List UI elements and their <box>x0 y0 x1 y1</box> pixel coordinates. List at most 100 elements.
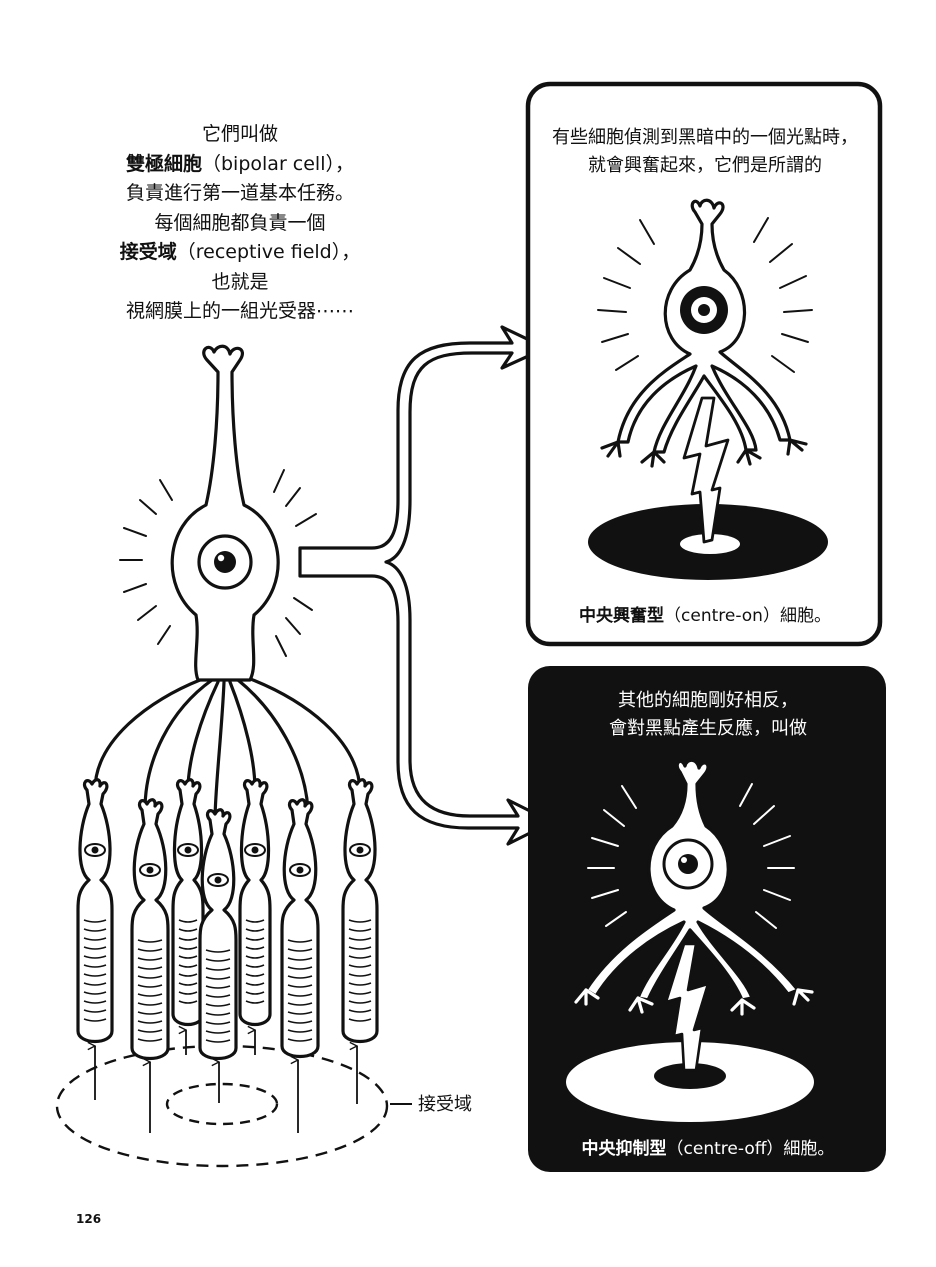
photoreceptor-band <box>348 955 372 959</box>
intro-term-receptive-en: （receptive field）， <box>176 241 361 263</box>
photoreceptor-band <box>245 991 265 995</box>
intro-line-5: 接受域（receptive field）， <box>90 238 390 268</box>
photoreceptor-band <box>287 1011 313 1015</box>
photoreceptor-band <box>245 919 265 923</box>
receptive-field-ellipses <box>55 1044 412 1168</box>
photoreceptor-pupil <box>356 846 364 854</box>
photoreceptor-band <box>137 1020 163 1024</box>
photoreceptor-band <box>245 955 265 959</box>
photoreceptor-band <box>83 955 107 959</box>
centre-on-description: 有些細胞偵測到黑暗中的一個光點時， 就會興奮起來，它們是所謂的 <box>530 124 880 180</box>
branching-arrow <box>298 325 554 846</box>
main-cell-glow-rays <box>119 469 317 657</box>
centre-on-glow-rays <box>597 217 813 373</box>
photoreceptor-band <box>137 1029 163 1033</box>
photoreceptor-band <box>137 993 163 997</box>
intro-text: 它們叫做 雙極細胞（bipolar cell）， 負責進行第一道基本任務。 每個… <box>90 120 390 327</box>
photoreceptor-pupil <box>251 846 259 854</box>
photoreceptor-band <box>205 1030 231 1034</box>
photoreceptor-cell <box>238 778 272 1027</box>
photoreceptor-band <box>348 946 372 950</box>
photoreceptor-band <box>348 937 372 941</box>
photoreceptor-band <box>137 966 163 970</box>
photoreceptor-band <box>83 982 107 986</box>
centre-on-text-line-2: 就會興奮起來，它們是所謂的 <box>588 155 822 176</box>
photoreceptor-band <box>348 919 372 923</box>
photoreceptor-band <box>83 1018 107 1022</box>
photoreceptor-band <box>83 973 107 977</box>
photoreceptor-band <box>83 964 107 968</box>
photoreceptor-band <box>137 984 163 988</box>
centre-off-caption: 中央抑制型（centre-off）細胞。 <box>530 1134 886 1159</box>
photoreceptor-band <box>178 982 198 986</box>
photoreceptor-band <box>205 1003 231 1007</box>
photoreceptor-band <box>178 973 198 977</box>
photoreceptor-cell <box>341 778 379 1044</box>
photoreceptor-band <box>245 982 265 986</box>
photoreceptor-body <box>238 778 272 1027</box>
intro-line-2: 雙極細胞（bipolar cell）， <box>90 150 390 180</box>
photoreceptor-band <box>205 994 231 998</box>
photoreceptor-band <box>137 975 163 979</box>
photoreceptor-band <box>245 946 265 950</box>
photoreceptor-band <box>205 967 231 971</box>
intro-term-receptive: 接受域 <box>119 241 177 263</box>
photoreceptor-band <box>287 1002 313 1006</box>
photoreceptor-band <box>287 957 313 961</box>
photoreceptor-band <box>83 937 107 941</box>
photoreceptor-band <box>137 948 163 952</box>
bipolar-dendrites <box>93 676 362 822</box>
photoreceptor-body <box>171 778 205 1027</box>
photoreceptor-body <box>130 798 170 1061</box>
photoreceptor-band <box>178 1000 198 1004</box>
photoreceptor-band <box>83 991 107 995</box>
photoreceptor-band <box>245 964 265 968</box>
photoreceptor-band <box>178 991 198 995</box>
intro-line-1: 它們叫做 <box>201 123 278 145</box>
photoreceptor-band <box>178 955 198 959</box>
centre-off-text-line-1: 其他的細胞剛好相反， <box>618 690 798 711</box>
photoreceptor-band <box>348 991 372 995</box>
photoreceptor-band <box>205 976 231 980</box>
photoreceptor-band <box>83 928 107 932</box>
centre-on-term-en: （centre-on）細胞。 <box>664 606 831 626</box>
photoreceptor-band <box>348 964 372 968</box>
receptive-field-label: 接受域 <box>418 1094 472 1115</box>
photoreceptor-band <box>287 939 313 943</box>
photoreceptor-band <box>287 1029 313 1033</box>
photoreceptors <box>76 778 379 1061</box>
photoreceptor-cell <box>280 798 320 1059</box>
photoreceptor-band <box>348 1000 372 1004</box>
intro-term-bipolar-en: （bipolar cell）， <box>202 152 354 175</box>
photoreceptor-pupil <box>146 866 154 874</box>
centre-off-text-line-2: 會對黑點產生反應，叫做 <box>609 718 807 739</box>
centre-on-panel <box>525 81 883 647</box>
photoreceptor-band <box>287 1020 313 1024</box>
photoreceptor-band <box>178 937 198 941</box>
photoreceptor-body <box>76 778 114 1044</box>
intro-line-4: 每個細胞都負責一個 <box>154 211 326 234</box>
photoreceptor-band <box>245 928 265 932</box>
photoreceptor-band <box>348 1009 372 1013</box>
photoreceptor-pupil <box>91 846 99 854</box>
centre-off-glow-rays <box>587 783 795 929</box>
photoreceptor-band <box>348 928 372 932</box>
photoreceptor-band <box>348 973 372 977</box>
photoreceptor-band <box>137 1011 163 1015</box>
intro-line-6: 也就是 <box>211 270 269 293</box>
centre-off-description: 其他的細胞剛好相反， 會對黑點產生反應，叫做 <box>530 687 886 743</box>
photoreceptor-band <box>83 946 107 950</box>
intro-line-7: 視網膜上的一組光受器⋯⋯ <box>125 300 354 322</box>
photoreceptor-pupil <box>184 846 192 854</box>
photoreceptor-band <box>287 993 313 997</box>
centre-off-panel <box>528 666 886 1172</box>
photoreceptor-cell <box>130 798 170 1061</box>
photoreceptor-band <box>245 973 265 977</box>
centre-on-caption: 中央興奮型（centre-on）細胞。 <box>530 601 880 626</box>
photoreceptor-band <box>205 949 231 953</box>
intro-line-3: 負責進行第一道基本任務。 <box>125 182 354 204</box>
photoreceptor-band <box>205 1021 231 1025</box>
photoreceptor-band <box>287 948 313 952</box>
photoreceptor-band <box>205 985 231 989</box>
